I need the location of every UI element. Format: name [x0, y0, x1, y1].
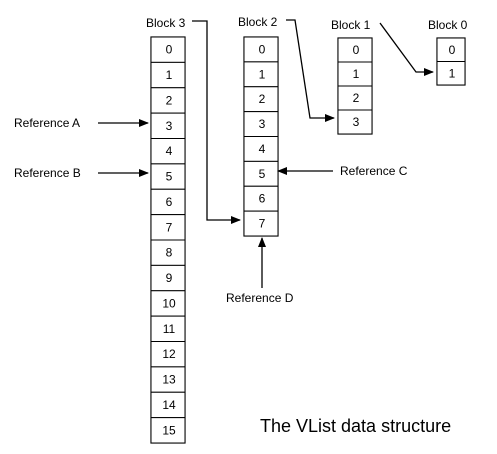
block-3-cell-index: 15 — [162, 423, 176, 437]
block-1-to-block-0-link — [379, 22, 434, 76]
block-3-cell-index: 13 — [162, 373, 176, 387]
block-2-cell-index: 0 — [259, 42, 266, 56]
block-0-cells: 01 — [436, 37, 466, 86]
reference-a-label: Reference A — [14, 116, 80, 130]
block-0-cell — [436, 61, 466, 86]
block-3-cell — [150, 112, 186, 139]
block-3-cell-index: 9 — [166, 271, 173, 285]
block-2-cell — [243, 61, 279, 88]
block-1-label: Block 1 — [331, 18, 371, 32]
block-2-cell-index: 1 — [259, 67, 266, 81]
reference-c: Reference C — [277, 164, 408, 178]
block-2-to-block-1-link — [286, 19, 335, 122]
block-1-cell-index: 2 — [353, 91, 360, 105]
block-3-cell — [150, 87, 186, 114]
reference-b: Reference B — [14, 166, 149, 180]
block-3-cell-index: 3 — [166, 119, 173, 133]
reference-d-label: Reference D — [226, 291, 294, 305]
block-1-cell-index: 0 — [353, 43, 360, 57]
block-3-cell-index: 2 — [166, 93, 173, 107]
block-2-cell-index: 7 — [259, 217, 266, 231]
block-2-cell-index: 4 — [259, 142, 266, 156]
block-3-cell — [150, 163, 186, 190]
block-0: Block 0 01 — [428, 18, 468, 86]
block-3-cell-index: 11 — [163, 322, 176, 336]
block-3-to-block-2-link — [192, 20, 241, 224]
block-3-cell-index: 8 — [166, 246, 173, 260]
reference-a: Reference A — [14, 116, 149, 130]
block-2-label: Block 2 — [238, 15, 278, 29]
block-2-cell — [243, 111, 279, 137]
block-2-cell — [243, 86, 279, 113]
block-3-cell-index: 10 — [162, 296, 176, 310]
block-3-cell — [150, 366, 186, 393]
block-2: Block 2 0 1 2 3 4 5 6 7 — [238, 15, 279, 237]
block-3-cell-index: 7 — [166, 220, 173, 234]
block-3-cell-index: 0 — [166, 43, 173, 57]
block-3-cell — [150, 290, 186, 317]
block-3-cell-index: 14 — [162, 398, 176, 412]
block-3-label: Block 3 — [146, 16, 186, 30]
block-3-cell-index: 12 — [162, 347, 176, 361]
block-3-cell — [150, 417, 186, 444]
block-3-cell — [150, 239, 186, 266]
block-3-cell-index: 1 — [166, 68, 173, 82]
block-0-cell-index: 1 — [449, 66, 456, 80]
block-1-cell — [337, 85, 373, 111]
block-2-cells: 0 1 2 3 4 5 6 7 — [243, 36, 279, 237]
block-2-cell-index: 2 — [259, 92, 266, 106]
block-0-label: Block 0 — [428, 18, 468, 32]
block-3-cell-index: 4 — [166, 144, 173, 158]
block-3-cell — [150, 188, 186, 216]
block-1-cells: 0 1 2 3 — [337, 37, 373, 135]
block-3-cell — [150, 315, 186, 342]
block-3-cell-index: 6 — [166, 195, 173, 209]
reference-d: Reference D — [226, 237, 294, 305]
block-0-cell-index: 0 — [449, 43, 456, 57]
block-2-cell — [243, 36, 279, 63]
block-2-cell-index: 5 — [259, 167, 266, 181]
block-3-cell-index: 5 — [166, 170, 173, 184]
block-1-cell-index: 3 — [353, 115, 360, 129]
diagram-caption: The VList data structure — [260, 416, 451, 436]
block-1-cell — [337, 109, 373, 135]
block-3-cell — [150, 391, 186, 419]
block-1-cell — [337, 61, 373, 87]
block-2-cell-index: 3 — [259, 117, 266, 131]
block-1-cell-index: 1 — [353, 67, 360, 81]
reference-b-label: Reference B — [14, 166, 81, 180]
block-3-cell — [150, 214, 186, 241]
block-1: Block 1 0 1 2 3 — [331, 18, 373, 135]
block-2-cell — [243, 210, 279, 237]
reference-c-label: Reference C — [340, 164, 408, 178]
block-2-cell-index: 6 — [259, 192, 266, 206]
